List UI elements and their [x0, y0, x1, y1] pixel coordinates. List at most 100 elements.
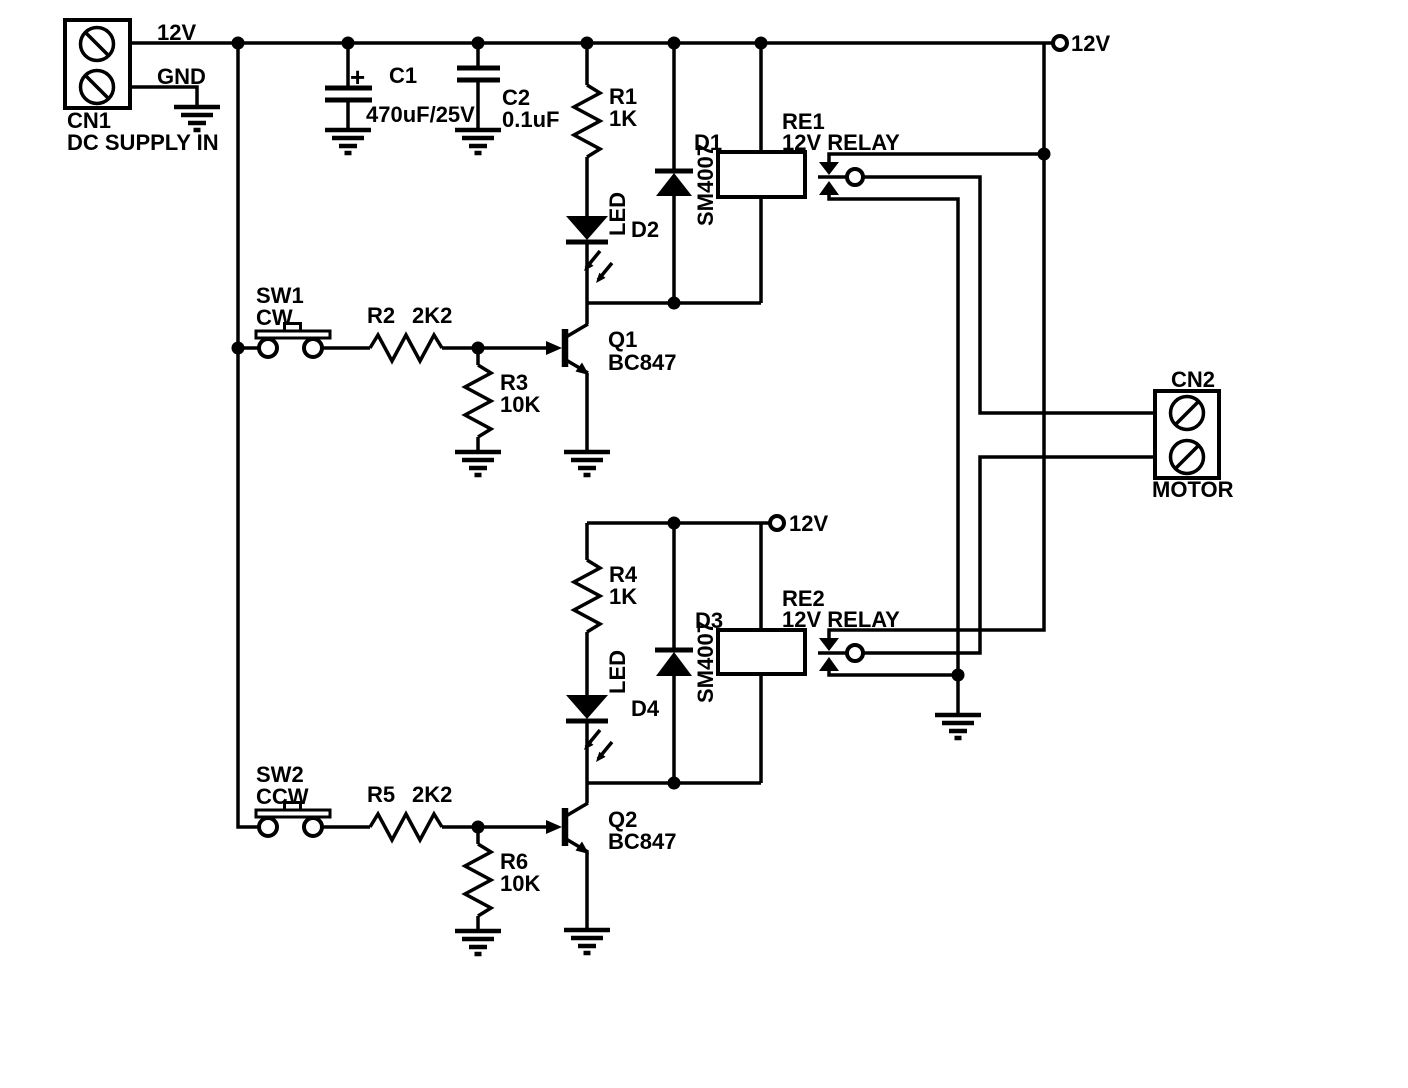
emitter-arrow-icon	[575, 841, 589, 854]
q1-ref-label: Q1	[608, 327, 637, 352]
ground-icon	[325, 130, 371, 153]
r6-value-label: 10K	[500, 871, 540, 896]
relay-contact-icon	[819, 181, 839, 195]
relay-re1: RE1 12V RELAY	[716, 109, 900, 199]
cn2-desc-label: MOTOR	[1152, 477, 1234, 502]
emitter-arrow-icon	[575, 362, 589, 375]
resistor-r5: R5 2K2	[367, 782, 452, 844]
d4-kind-label: LED	[605, 650, 630, 694]
r4-ref-label: R4	[609, 562, 638, 587]
r6-ref-label: R6	[500, 849, 528, 874]
gnd-label: GND	[157, 64, 206, 89]
ground-icon	[564, 930, 610, 953]
c2-ref-label: C2	[502, 85, 530, 110]
connector-cn2: CN2 MOTOR	[1152, 367, 1234, 502]
diode-d1: D1 SM4007	[655, 130, 722, 226]
pushbutton-plunger	[283, 801, 302, 812]
r5-value-label: 2K2	[412, 782, 452, 807]
led-d2: LED D2	[566, 192, 659, 283]
terminal-12v-top-right: 12V	[1051, 31, 1110, 56]
wire-switch-column	[236, 43, 259, 829]
cn2-ref-label: CN2	[1171, 367, 1215, 392]
d3-value-label: SM4007	[693, 621, 718, 703]
diode-d3: D3 SM4007	[655, 608, 723, 703]
q2-ref-label: Q2	[608, 807, 637, 832]
led-d4: LED D4	[566, 650, 660, 762]
ground-icon	[455, 130, 501, 153]
c1-ref-label: C1	[389, 63, 417, 88]
ground-icon	[455, 452, 501, 475]
base-arrow-icon	[546, 820, 562, 834]
re2-value-label: 12V RELAY	[782, 607, 900, 632]
relay-coil-box	[716, 150, 807, 199]
re1-value-label: 12V RELAY	[782, 130, 900, 155]
terminal-12v-label: 12V	[789, 511, 828, 536]
r2-ref-label: R2	[367, 303, 395, 328]
pushbutton-plunger	[283, 322, 302, 333]
sw1-ref-label: SW1	[256, 283, 304, 308]
ground-icon	[174, 107, 220, 130]
relay-coil-box	[716, 628, 807, 676]
wire-re1-no-contact	[827, 152, 1044, 162]
wires	[130, 41, 1155, 931]
sw2-ref-label: SW2	[256, 762, 304, 787]
r1-ref-label: R1	[609, 84, 637, 109]
terminal-12v-mid: 12V	[768, 511, 828, 536]
resistor-r2: R2 2K2	[367, 303, 452, 365]
ground-icon	[455, 931, 501, 954]
capacitor-c2: C2 0.1uF	[457, 65, 559, 132]
wire-re2-nc-to-gnd	[827, 671, 958, 677]
c1-value-label: 470uF/25V	[366, 102, 475, 127]
d2-ref-label: D2	[631, 217, 659, 242]
wire-12v-feed-relays	[827, 43, 1046, 638]
c2-value-label: 0.1uF	[502, 107, 559, 132]
rail-12v-label: 12V	[157, 20, 196, 45]
q1-value-label: BC847	[608, 350, 676, 375]
cn1-desc-label: DC SUPPLY IN	[67, 130, 219, 155]
re2-ref-label: RE2	[782, 586, 825, 611]
supply-terminal-icon	[768, 514, 786, 532]
relay-common-terminal	[845, 643, 865, 663]
ground-icon	[564, 452, 610, 475]
sw2-function-label: CCW	[256, 784, 309, 809]
sw1-function-label: CW	[256, 305, 293, 330]
resistor-r4: R4 1K	[570, 558, 638, 634]
base-arrow-icon	[546, 341, 562, 355]
d2-kind-label: LED	[605, 192, 630, 236]
connector-cn1: 12V GND CN1 DC SUPPLY IN	[63, 18, 219, 155]
c1-polarity-label: +	[350, 62, 365, 92]
resistor-r3: R3 10K	[461, 363, 540, 439]
resistor-r6: R6 10K	[461, 842, 540, 918]
r3-value-label: 10K	[500, 392, 540, 417]
r1-value-label: 1K	[609, 106, 637, 131]
capacitor-c1: + C1 470uF/25V	[325, 62, 475, 127]
switch-sw1: SW1 CW	[254, 283, 332, 359]
wire-re2-common-to-cn2	[818, 455, 1155, 655]
r5-ref-label: R5	[367, 782, 395, 807]
wire-cn1-gnd	[130, 85, 199, 107]
resistor-r1: R1 1K	[570, 83, 637, 159]
switch-sw2: SW2 CCW	[254, 762, 332, 838]
relay-contact-icon	[819, 162, 839, 175]
wire-re1-nc-to-gnd	[827, 195, 960, 715]
d4-ref-label: D4	[631, 696, 660, 721]
cn1-ref-label: CN1	[67, 108, 111, 133]
relay-common-terminal	[845, 167, 865, 187]
r3-ref-label: R3	[500, 370, 528, 395]
junction-dots	[231, 36, 1051, 834]
transistor-q1: Q1 BC847	[546, 322, 676, 375]
re1-ref-label: RE1	[782, 109, 825, 134]
wire-re1-common-to-cn2	[818, 175, 1155, 415]
d1-value-label: SM4007	[693, 144, 718, 226]
ground-symbols	[174, 107, 981, 954]
q2-value-label: BC847	[608, 829, 676, 854]
transistor-q2: Q2 BC847	[546, 801, 676, 854]
terminal-12v-label: 12V	[1071, 31, 1110, 56]
relay-contact-icon	[819, 657, 839, 671]
ground-icon	[935, 715, 981, 738]
relay-contact-icon	[819, 638, 839, 651]
supply-terminal-icon	[1051, 34, 1069, 52]
r2-value-label: 2K2	[412, 303, 452, 328]
